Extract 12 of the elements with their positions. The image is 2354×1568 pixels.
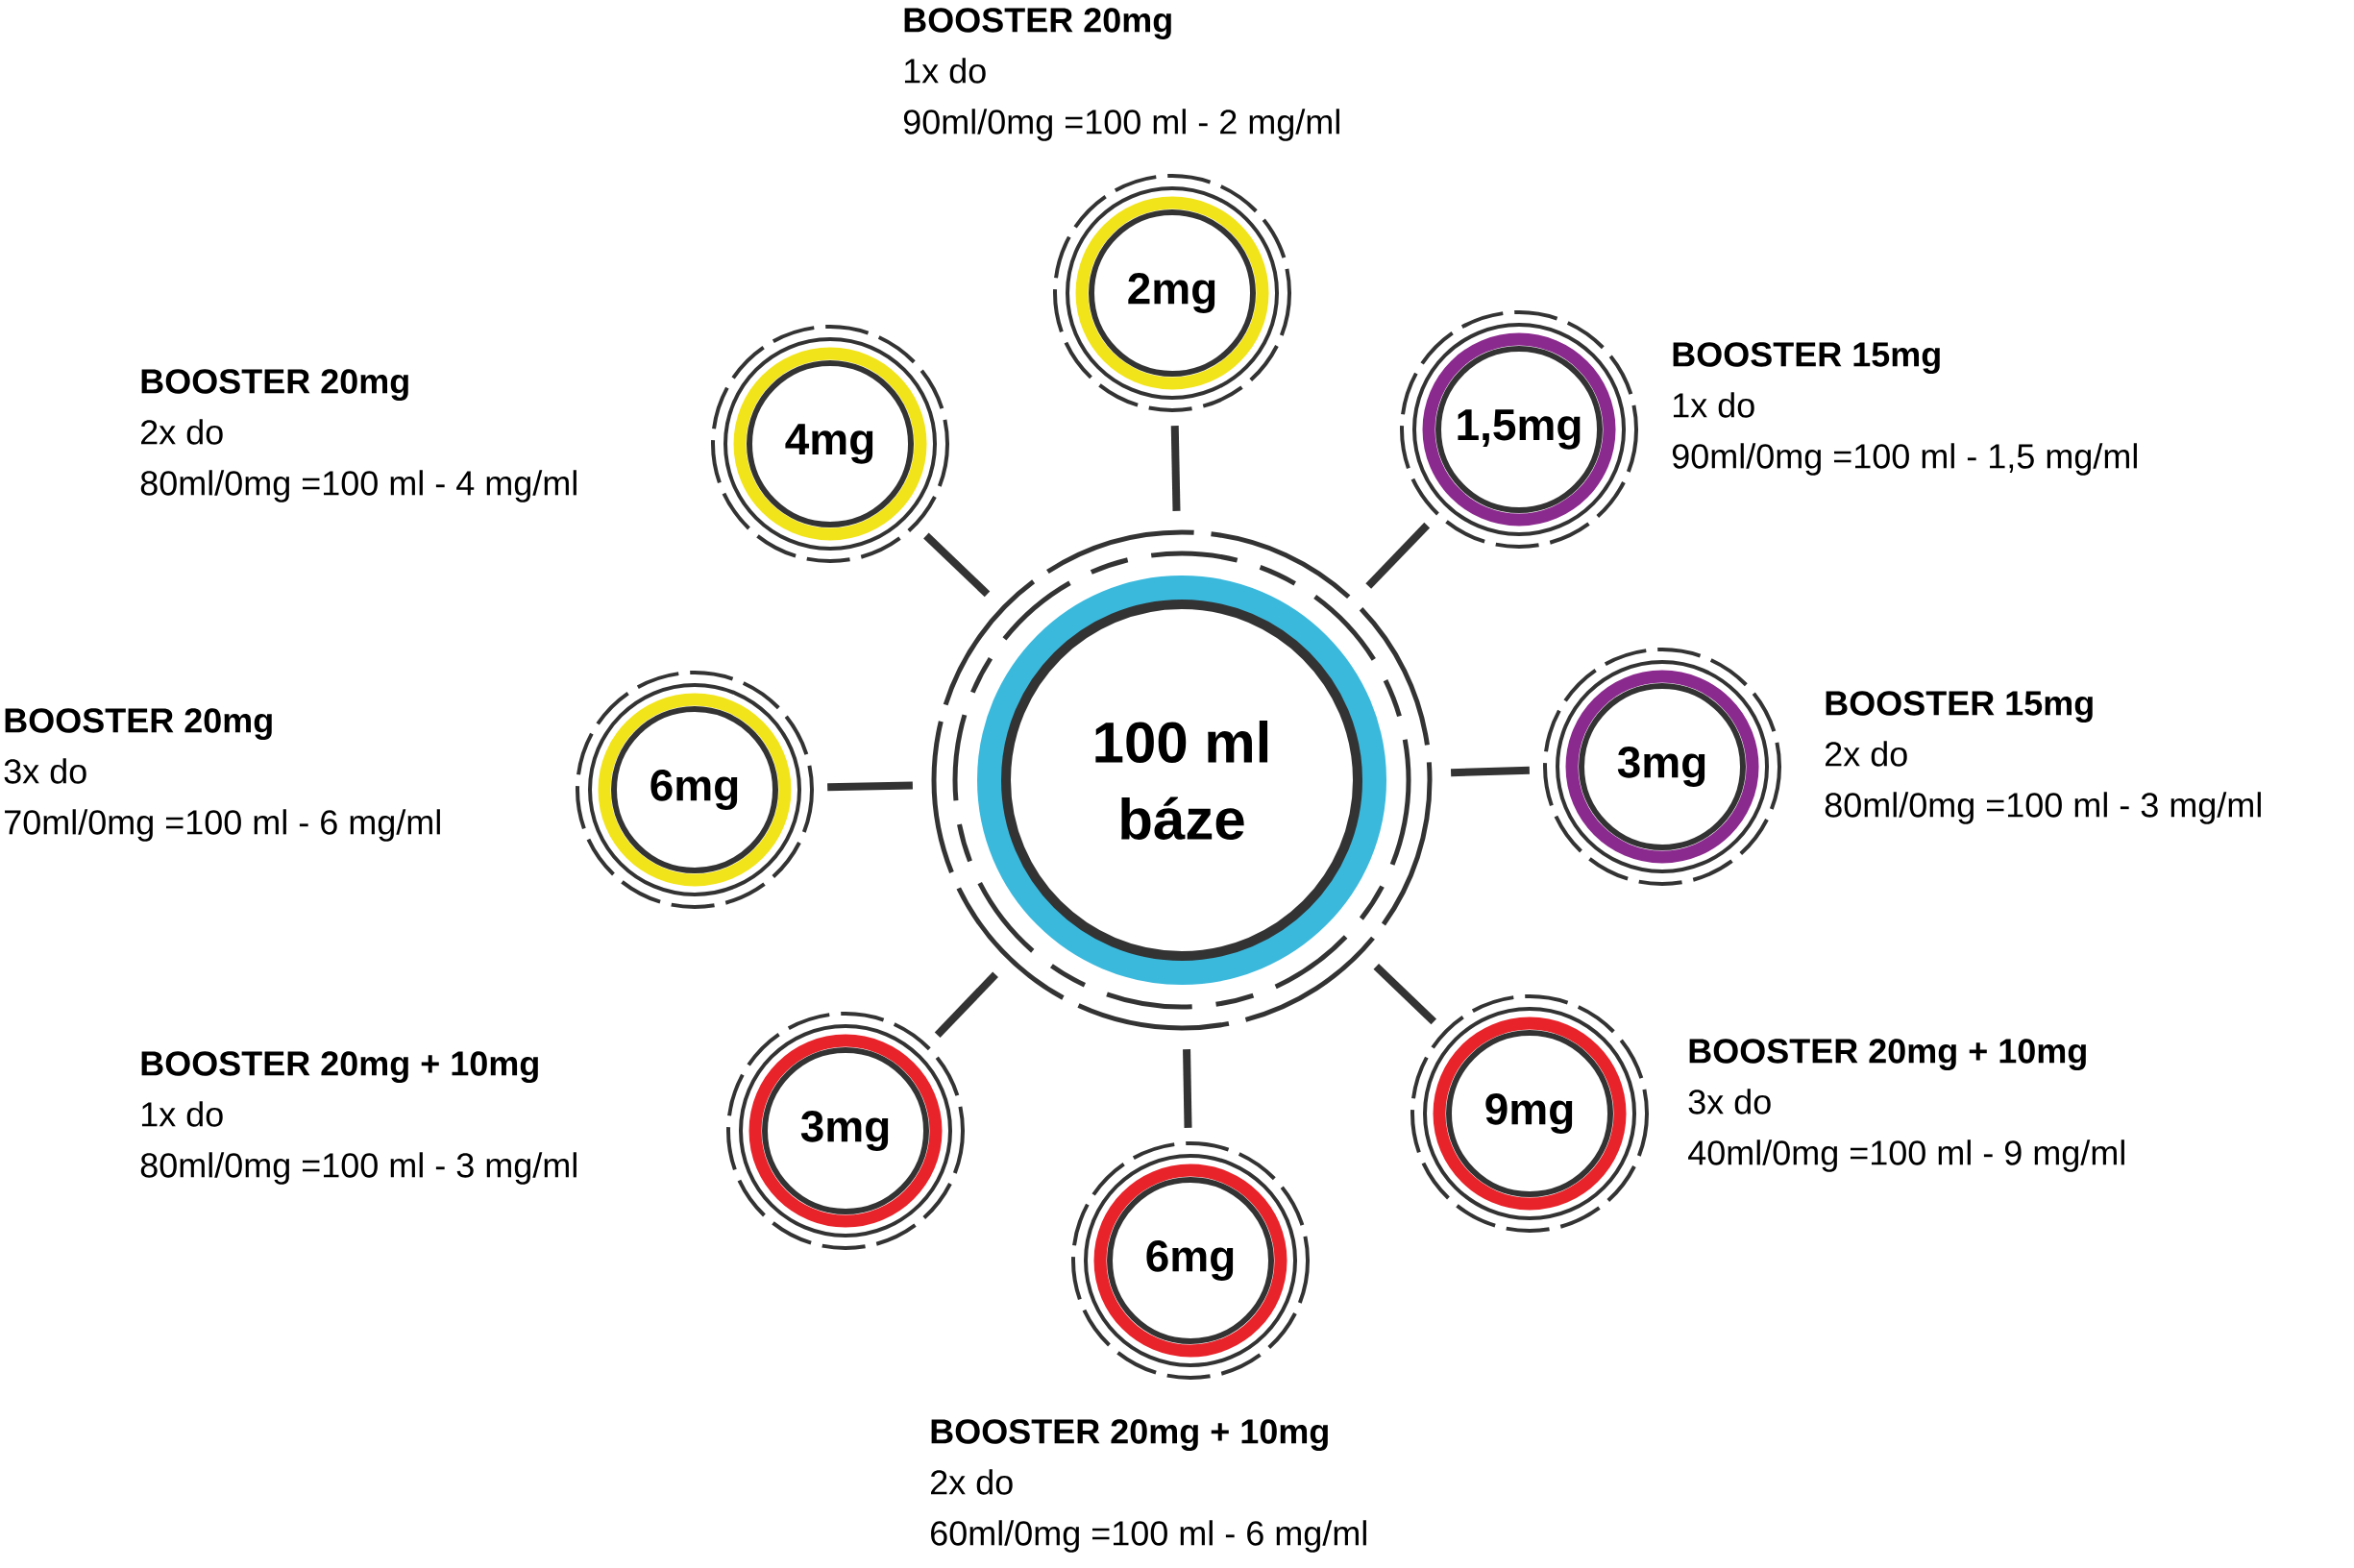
- connector-bar: [1365, 522, 1431, 589]
- dose-note: BOOSTER 15mg 2x do 80ml/0mg =100 ml - 3 mg/ml: [1825, 691, 2261, 824]
- dose-note: BOOSTER 15mg 1x do 90ml/0mg =100 ml - 1,5 mg/ml: [1672, 342, 2137, 476]
- dose-note: BOOSTER 20mg 2x do 80ml/0mg =100 ml - 4 mg/ml: [140, 369, 576, 502]
- dose-note: BOOSTER 20mg 3x do 70ml/0mg =100 ml - 6 mg/ml: [4, 708, 440, 842]
- dose-note: BOOSTER 20mg + 10mg 3x do 40ml/0mg =100 ml - 9 mg/ml: [1688, 1039, 2124, 1172]
- connector-bar: [923, 532, 991, 598]
- connector-bar: [934, 971, 998, 1039]
- dose-note: BOOSTER 20mg 1x do 90ml/0mg =100 ml - 2 mg/ml: [903, 8, 1339, 141]
- connector-bar: [1373, 964, 1436, 1025]
- dose-note: BOOSTER 20mg + 10mg 2x do 60ml/0mg =100 ml - 6 mg/ml: [931, 1419, 1366, 1553]
- dose-note: BOOSTER 20mg + 10mg 1x do 80ml/0mg =100 ml - 3 mg/ml: [140, 1051, 576, 1185]
